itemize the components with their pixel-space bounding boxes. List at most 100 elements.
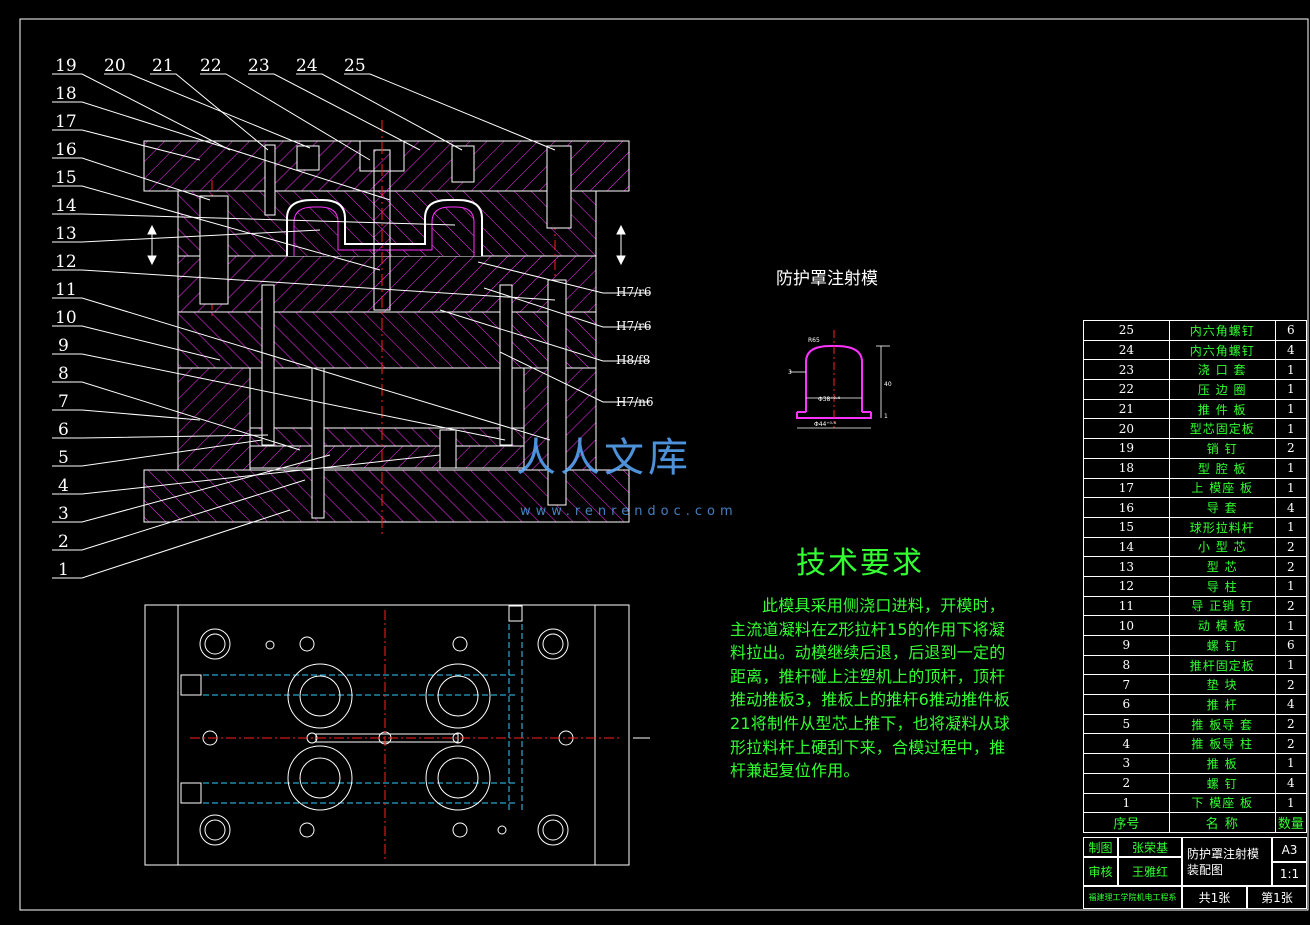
check-label: 审核 bbox=[1083, 857, 1118, 886]
bom-name: 导 套 bbox=[1168, 497, 1276, 518]
leader-16: 16 bbox=[55, 140, 77, 160]
part-drawing-title: 防护罩注射模 bbox=[776, 269, 878, 289]
leader-17: 17 bbox=[55, 112, 77, 132]
bom-name: 推 板 bbox=[1168, 753, 1276, 774]
svg-text:R65: R65 bbox=[808, 337, 820, 344]
bom-no: 22 bbox=[1083, 379, 1170, 400]
bom-name: 下 模座 板 bbox=[1168, 792, 1276, 814]
leader-1: 1 bbox=[58, 560, 69, 580]
tech-requirements-text: 此模具采用侧浇口进料，开模时，主流道凝料在Z形拉杆15的作用下将凝料拉出。动模继… bbox=[730, 596, 1010, 781]
bom-no: 3 bbox=[1083, 753, 1170, 774]
leader-15: 15 bbox=[55, 168, 77, 188]
leader-3: 3 bbox=[58, 504, 69, 524]
bom-qty: 4 bbox=[1274, 497, 1308, 518]
bom-name: 推杆固定板 bbox=[1168, 654, 1276, 676]
bom-no: 1 bbox=[1083, 792, 1170, 814]
bom-no: 21 bbox=[1083, 398, 1170, 420]
bom-name: 螺 钉 bbox=[1168, 635, 1276, 656]
bom-qty: 2 bbox=[1274, 674, 1308, 696]
bom-name: 型 腔 板 bbox=[1168, 457, 1276, 479]
bom-no: 8 bbox=[1083, 654, 1170, 676]
assembly-section-view bbox=[143, 120, 630, 535]
leader-12: 12 bbox=[55, 252, 77, 272]
bom-no: 14 bbox=[1083, 536, 1170, 558]
svg-text:1: 1 bbox=[884, 413, 888, 420]
leader-24: 24 bbox=[296, 56, 318, 76]
bom-name: 销 钉 bbox=[1168, 438, 1276, 459]
bom-name: 浇 口 套 bbox=[1168, 359, 1276, 381]
bom-qty: 1 bbox=[1274, 654, 1308, 676]
leader-7: 7 bbox=[58, 392, 69, 412]
bom-name: 推 板导 柱 bbox=[1168, 733, 1276, 755]
drawing-border bbox=[19, 18, 1309, 911]
sheet-number: 第1张 bbox=[1247, 886, 1307, 909]
school-name: 福建理工学院机电工程系 bbox=[1083, 886, 1182, 909]
leader-2: 2 bbox=[58, 532, 69, 552]
bom-name: 垫 块 bbox=[1168, 674, 1276, 696]
drawn-label: 制图 bbox=[1083, 837, 1118, 857]
bom-name: 推 件 板 bbox=[1168, 398, 1276, 420]
bom-no: 7 bbox=[1083, 674, 1170, 696]
bom-no: 19 bbox=[1083, 438, 1170, 459]
leader-11: 11 bbox=[55, 280, 77, 300]
bom-qty: 1 bbox=[1274, 516, 1308, 538]
bom-no: 11 bbox=[1083, 595, 1170, 617]
sheets-total: 共1张 bbox=[1182, 886, 1247, 909]
leader-21: 21 bbox=[152, 56, 174, 76]
leader-23: 23 bbox=[248, 56, 270, 76]
bom-qty: 1 bbox=[1274, 398, 1308, 420]
bom-qty: 1 bbox=[1274, 457, 1308, 479]
leader-5: 5 bbox=[58, 448, 69, 468]
bom-no: 5 bbox=[1083, 713, 1170, 735]
bom-no: 2 bbox=[1083, 772, 1170, 794]
bom-header-name: 名 称 bbox=[1168, 812, 1276, 834]
fit-label: H7/r6 bbox=[616, 319, 652, 333]
watermark-brand: 人人文库 bbox=[516, 435, 692, 481]
bom-name: 螺 钉 bbox=[1168, 772, 1276, 794]
bom-name: 导 正销 钉 bbox=[1168, 595, 1276, 617]
bom-no: 6 bbox=[1083, 694, 1170, 715]
drawing-name: 防护罩注射模装配图 bbox=[1182, 837, 1272, 886]
bom-qty: 1 bbox=[1274, 792, 1308, 814]
bom-qty: 1 bbox=[1274, 477, 1308, 499]
bom-header: 序号名 称数量 bbox=[1083, 812, 1308, 834]
bom-header-qty: 数量 bbox=[1274, 812, 1308, 834]
bom-no: 15 bbox=[1083, 516, 1170, 538]
leader-22: 22 bbox=[200, 56, 222, 76]
bom-qty: 2 bbox=[1274, 536, 1308, 558]
bom-no: 4 bbox=[1083, 733, 1170, 755]
watermark-url: www.renrendoc.com bbox=[520, 504, 738, 519]
bom-name: 动 模 板 bbox=[1168, 615, 1276, 636]
bom-name: 小 型 芯 bbox=[1168, 536, 1276, 558]
bom-no: 9 bbox=[1083, 635, 1170, 656]
bom-qty: 4 bbox=[1274, 339, 1308, 361]
bom-qty: 2 bbox=[1274, 556, 1308, 577]
bom-qty: 1 bbox=[1274, 575, 1308, 597]
leader-8: 8 bbox=[58, 364, 69, 384]
bom-qty: 2 bbox=[1274, 733, 1308, 755]
bom-qty: 1 bbox=[1274, 379, 1308, 400]
bom-no: 10 bbox=[1083, 615, 1170, 636]
bom-qty: 2 bbox=[1274, 713, 1308, 735]
bom-no: 20 bbox=[1083, 418, 1170, 440]
bom-name: 上 模座 板 bbox=[1168, 477, 1276, 499]
bom-no: 12 bbox=[1083, 575, 1170, 597]
leader-numbers: 1 2 3 4 5 6 7 8 9 10 11 12 13 14 15 16 1… bbox=[55, 56, 654, 580]
bom-qty: 1 bbox=[1274, 359, 1308, 381]
leader-14: 14 bbox=[55, 196, 77, 216]
checked-by: 王雅红 bbox=[1118, 857, 1182, 886]
